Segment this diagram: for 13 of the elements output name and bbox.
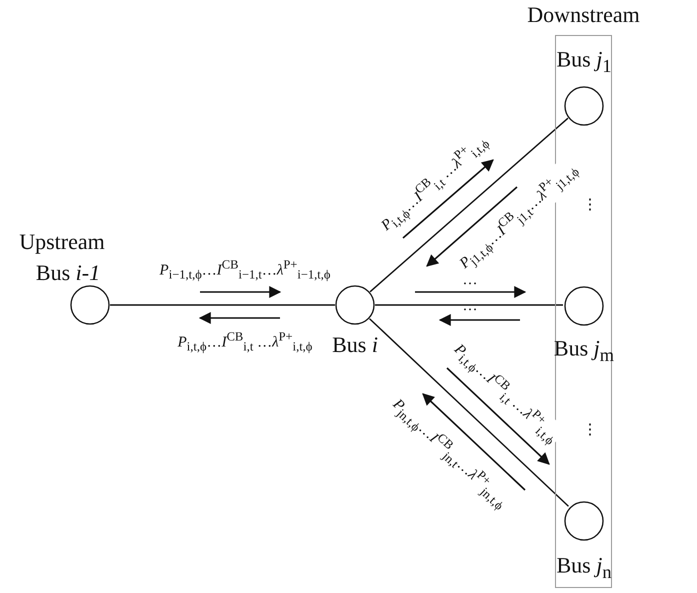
line xyxy=(110,304,335,306)
line xyxy=(369,318,569,507)
group-heading: Downstream xyxy=(527,2,640,28)
ellipsis-mark: … xyxy=(462,296,478,316)
bus-heading: Upstream xyxy=(19,230,105,254)
group-frame xyxy=(555,35,612,588)
ellipsis-mark: ⋮ xyxy=(582,420,598,440)
line xyxy=(375,304,563,306)
bus-label: Bus i xyxy=(332,332,378,358)
bus-label: Bus j$_{n}$ xyxy=(556,554,612,582)
bus-label: Bus j$_{1}$ xyxy=(556,48,612,76)
line xyxy=(370,118,568,292)
bus-label: Bus i-1 xyxy=(36,260,100,286)
